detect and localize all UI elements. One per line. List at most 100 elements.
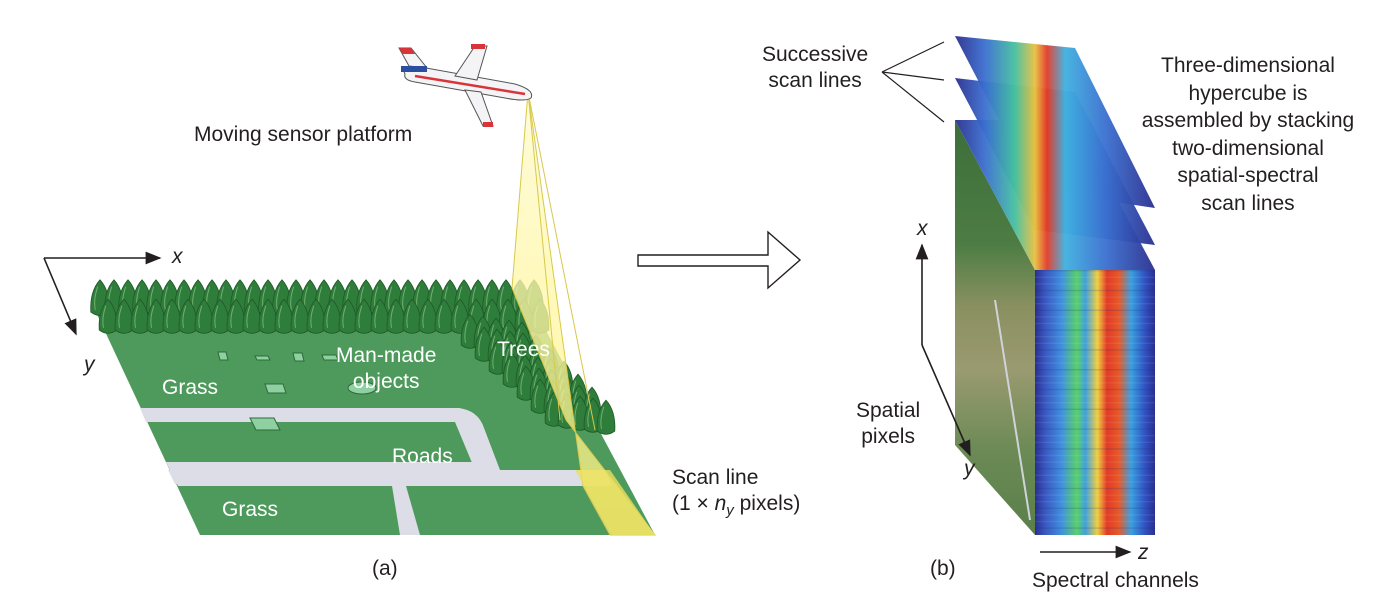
desc-line-4: spatial-spectral — [1177, 164, 1319, 187]
spectral-stripe — [1035, 276, 1155, 278]
axis-y-label-b: y — [964, 457, 975, 480]
scan-line — [575, 470, 655, 535]
spectral-stripe — [1035, 507, 1155, 509]
spectral-stripe — [1035, 349, 1155, 351]
spectral-stripe — [1035, 283, 1155, 285]
spectral-stripe — [1035, 336, 1155, 338]
tree-icon — [370, 298, 390, 334]
scanline-post: pixels) — [733, 492, 801, 515]
tree-icon — [194, 298, 214, 334]
desc-line-5: scan lines — [1201, 191, 1295, 215]
tree-icon — [402, 298, 422, 334]
spectral-stripe — [1035, 454, 1155, 457]
manmade-line2: objects — [352, 370, 420, 393]
scanline-sub: y — [726, 502, 734, 520]
axis-x-label-b: x — [917, 217, 928, 240]
spectral-stripe — [1035, 474, 1155, 476]
spectral-stripe — [1035, 270, 1155, 272]
desc-line-0: Three-dimensional — [1161, 54, 1335, 77]
spectral-texture — [1035, 270, 1155, 529]
transition-arrow-icon — [637, 230, 802, 290]
spectral-stripe — [1035, 362, 1155, 364]
spectral-stripe — [1035, 303, 1155, 305]
road-horizontal-upper — [143, 408, 500, 470]
spectral-stripe — [1035, 342, 1155, 344]
spatial-line2: pixels — [861, 425, 915, 448]
manmade-line1: Man-made — [336, 344, 437, 367]
spectral-stripe — [1035, 428, 1155, 430]
airplane-icon — [398, 44, 533, 127]
trees-label: Trees — [497, 338, 550, 361]
caption-a: (a) — [372, 557, 398, 580]
tree-icon — [98, 298, 118, 334]
tree-icon — [306, 298, 326, 334]
hypercube-spectral-face — [1035, 270, 1155, 535]
spectral-stripe — [1035, 487, 1155, 490]
scanline-pre: (1 × — [672, 492, 715, 515]
spectral-stripe — [1035, 355, 1155, 358]
spectral-stripe — [1035, 382, 1155, 384]
tree-icon — [114, 298, 134, 334]
spatial-label: Spatial pixels — [856, 398, 920, 450]
spectral-stripe — [1035, 402, 1155, 404]
spectral-stripe — [1035, 388, 1155, 391]
spectral-stripe — [1035, 289, 1155, 292]
tree-icon — [178, 298, 198, 334]
axis-y-label-a: y — [84, 353, 95, 376]
tree-icon — [434, 298, 454, 334]
spectral-stripe — [1035, 441, 1155, 443]
scan-slice-1 — [955, 36, 1155, 208]
spectral-stripe — [1035, 468, 1155, 470]
spectral-stripe — [1035, 421, 1155, 424]
scanline-label: Scan line (1 × ny pixels) — [672, 465, 800, 524]
tree-icon — [338, 298, 358, 334]
spectral-stripe — [1035, 369, 1155, 371]
tree-icon — [290, 298, 310, 334]
tree-icon — [130, 298, 150, 334]
caption-b: (b) — [930, 557, 956, 580]
tree-icon — [210, 298, 230, 334]
successive-line1: Successive — [762, 43, 869, 66]
spectral-stripe — [1035, 408, 1155, 410]
spectral-stripe — [1035, 375, 1155, 377]
grass-label-1: Grass — [162, 376, 219, 399]
spectral-stripe — [1035, 316, 1155, 318]
spectral-stripe — [1035, 494, 1155, 496]
tree-icon — [386, 298, 406, 334]
spatial-line1: Spatial — [856, 399, 921, 422]
spectral-stripe — [1035, 296, 1155, 298]
scanline-line2: (1 × ny pixels) — [672, 491, 800, 524]
tree-icon — [274, 298, 294, 334]
manmade-label: Man-made objects — [336, 343, 436, 395]
scanline-line1: Scan line — [672, 466, 759, 489]
spectral-stripe — [1035, 514, 1155, 516]
grass-label-2: Grass — [222, 498, 279, 521]
spectral-stripe — [1035, 309, 1155, 311]
tree-icon — [322, 298, 342, 334]
tree-icon — [596, 399, 616, 435]
spectral-stripe — [1035, 329, 1155, 331]
tree-icon — [226, 298, 246, 334]
desc-line-2: assembled by stacking — [1141, 109, 1355, 132]
desc-line-3: two-dimensional — [1172, 136, 1324, 160]
road-vertical — [392, 486, 420, 535]
spectral-channels-label: Spectral channels — [1032, 569, 1199, 592]
spectral-stripe — [1035, 322, 1155, 325]
spectral-stripe — [1035, 415, 1155, 417]
spectral-stripe — [1035, 435, 1155, 437]
spectral-stripe — [1035, 448, 1155, 450]
tree-icon — [418, 298, 438, 334]
hypercube-description: Three-dimensional hypercube is assembled… — [1128, 52, 1368, 217]
axis-x-label-a: x — [172, 245, 183, 268]
axis-z-label-b: z — [1138, 541, 1149, 564]
tree-icon — [146, 298, 166, 334]
scanline-n: n — [714, 492, 727, 515]
spectral-stripe — [1035, 527, 1155, 529]
tree-icon — [242, 298, 262, 334]
desc-line-1: hypercube is — [1188, 81, 1308, 105]
successive-label: Successive scan lines — [762, 42, 868, 94]
road-horizontal-lower — [170, 470, 612, 486]
tree-icon — [162, 298, 182, 334]
tree-icon — [258, 298, 278, 334]
